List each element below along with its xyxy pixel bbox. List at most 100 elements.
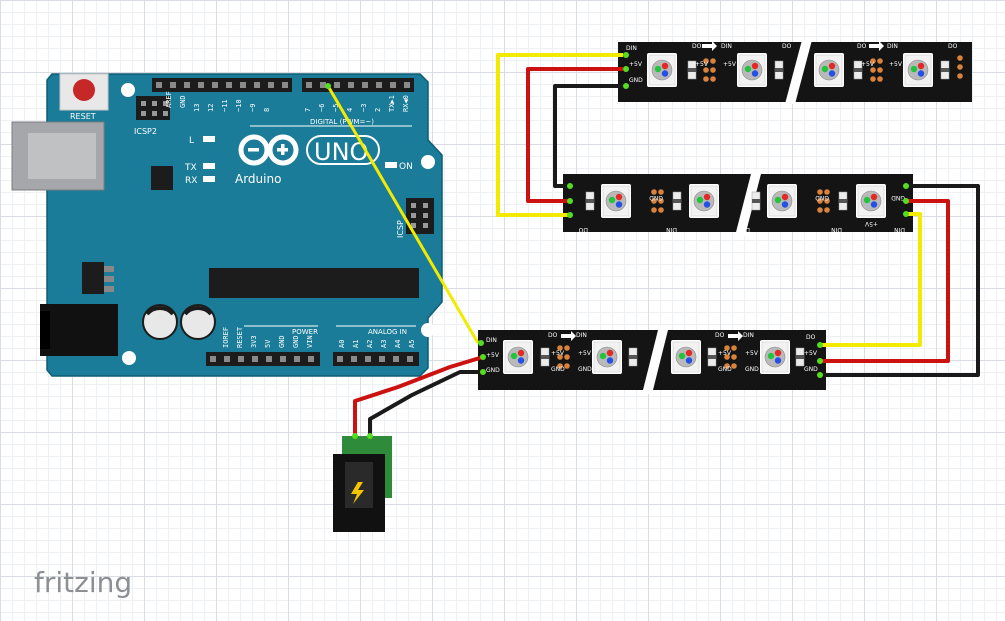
header-pin[interactable] — [348, 82, 354, 88]
header-pin[interactable] — [308, 356, 314, 362]
digital-pin-label: ~5 — [332, 104, 340, 112]
digital-pin-label: 4 — [346, 108, 354, 112]
power-pin-label: 5V — [264, 339, 272, 348]
header-pin[interactable] — [365, 356, 371, 362]
header-pin[interactable] — [238, 356, 244, 362]
strip2-gnd3-label: GND — [815, 194, 829, 201]
header-pin[interactable] — [407, 356, 413, 362]
header-pin[interactable] — [254, 82, 260, 88]
wire-data-arduino-to-strip3 — [326, 85, 480, 344]
led-icon — [813, 52, 845, 88]
led-l — [203, 136, 215, 142]
header-pin[interactable] — [393, 356, 399, 362]
header-pin[interactable] — [404, 82, 410, 88]
header-pin[interactable] — [266, 356, 272, 362]
led-tx-label: TX — [184, 163, 197, 173]
header-pin[interactable] — [156, 82, 162, 88]
digital-pin-label: 7 — [304, 108, 312, 112]
arrow-right-icon — [561, 331, 576, 341]
strip3-5v5-label: +5V — [745, 350, 759, 357]
header-pin[interactable] — [337, 356, 343, 362]
led-icon — [502, 339, 534, 375]
header-pin[interactable] — [198, 82, 204, 88]
reset-button[interactable] — [59, 73, 109, 111]
arduino-logo-icon — [238, 134, 299, 166]
led-l-label: L — [189, 136, 194, 146]
strip1-5v5-label: +5V — [889, 61, 903, 68]
strip3-do-label: DO — [548, 332, 558, 339]
led-icon — [902, 52, 934, 88]
led-on — [385, 162, 397, 168]
capacitor-1 — [142, 304, 178, 340]
dc-power-jack — [333, 436, 392, 532]
atmega328-chip — [209, 268, 419, 298]
wires — [326, 53, 980, 436]
wire-5v-strip1-to-strip2 — [526, 67, 623, 203]
usb-chip — [151, 166, 173, 190]
wire-gnd-strip1-to-strip2 — [553, 84, 623, 188]
led-tx — [203, 163, 215, 169]
analog-header — [333, 352, 419, 366]
strip2-din-label: DIN — [894, 226, 905, 233]
header-pin[interactable] — [376, 82, 382, 88]
header-pin[interactable] — [170, 82, 176, 88]
mount-hole — [121, 83, 135, 97]
led-rx — [203, 176, 215, 182]
led-icon — [688, 183, 720, 219]
power-pin-label: GND — [278, 335, 286, 348]
mount-hole — [421, 155, 435, 169]
strip1-din-label: DIN — [626, 45, 637, 52]
strip3-5v2-label: +5V — [551, 350, 565, 357]
header-pin[interactable] — [212, 82, 218, 88]
voltage-regulator — [82, 262, 104, 294]
strip3-gnd6-label: GND — [804, 366, 818, 373]
icsp2-header — [136, 96, 170, 120]
header-pin[interactable] — [226, 82, 232, 88]
header-pin[interactable] — [379, 356, 385, 362]
digital-pin-label: TX▶1 — [388, 95, 396, 112]
strip1-5v-label: +5V — [629, 61, 643, 68]
strip2-do-label: DO — [578, 226, 588, 233]
header-pin[interactable] — [390, 82, 396, 88]
led-strip-3: DIN +5V GND DO DIN +5V +5V GND GND DO DI… — [478, 326, 826, 394]
header-pin[interactable] — [294, 356, 300, 362]
led-icon — [600, 183, 632, 219]
digital-pin-label: ~6 — [318, 104, 326, 112]
wire-5v-strip2-to-strip3 — [822, 199, 950, 363]
header-pin[interactable] — [351, 356, 357, 362]
fritzing-logo: fritzing — [34, 566, 132, 599]
power-pin-label: VIN — [306, 335, 314, 348]
power-header — [206, 352, 320, 366]
digital-pin-label: ~11 — [221, 99, 229, 112]
header-pin[interactable] — [184, 82, 190, 88]
led-rx-label: RX — [185, 176, 197, 186]
header-pin[interactable] — [280, 356, 286, 362]
strip2-gnd-label: GND — [891, 194, 905, 201]
digital-pin-label: 2 — [374, 108, 382, 112]
header-pin[interactable] — [362, 82, 368, 88]
digital-label: DIGITAL (PWM=~) — [310, 118, 374, 126]
header-pin[interactable] — [224, 356, 230, 362]
strip3-gnd3-label: GND — [578, 366, 592, 373]
header-pin[interactable] — [334, 82, 340, 88]
header-pin[interactable] — [320, 82, 326, 88]
header-pin[interactable] — [268, 82, 274, 88]
arrow-right-icon — [702, 41, 717, 51]
header-pin[interactable] — [240, 82, 246, 88]
wire-data-strip1-to-strip2 — [496, 53, 623, 217]
header-pin[interactable] — [282, 82, 288, 88]
led-icon — [646, 52, 678, 88]
strip1-5v3-label: +5V — [723, 61, 737, 68]
power-pin-label: IOREF — [222, 327, 230, 348]
strip2-din2-label: DIN — [666, 226, 677, 233]
reset-label: RESET — [70, 112, 96, 121]
header-pin[interactable] — [252, 356, 258, 362]
header-pin[interactable] — [210, 356, 216, 362]
strip1-end-pads — [957, 55, 963, 79]
analog-pin-label: A2 — [366, 340, 374, 348]
header-pin[interactable] — [306, 82, 312, 88]
strip1-gnd-label: GND — [629, 77, 643, 84]
strip1-do4-label: DO — [948, 43, 958, 50]
strip3-din3-label: DIN — [743, 332, 754, 339]
uno-badge — [306, 135, 380, 165]
